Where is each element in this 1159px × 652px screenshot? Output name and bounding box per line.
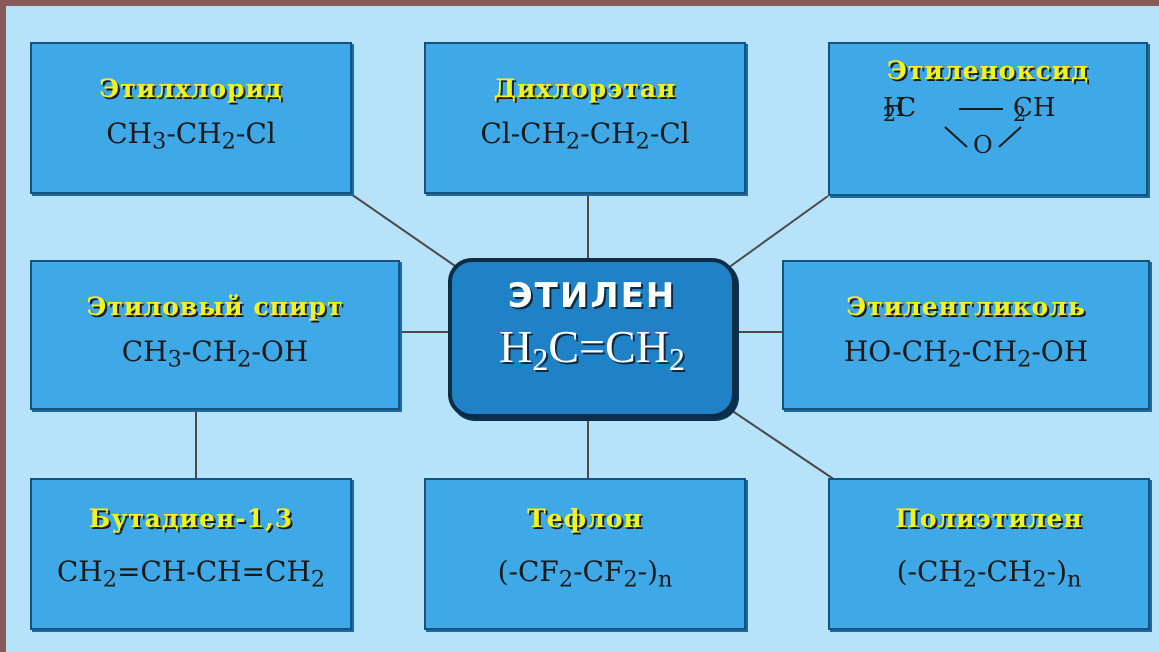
compound-name: Этиленгликоль bbox=[846, 292, 1086, 321]
ring-oxygen: O bbox=[973, 131, 993, 159]
connector-lines bbox=[195, 193, 839, 483]
compound-formula: (-CF2-CF2-)n bbox=[497, 555, 673, 593]
compound-name: Полиэтилен bbox=[895, 504, 1083, 533]
box-ethanol: Этиловый спирт CH3-CH2-OH bbox=[30, 260, 400, 410]
box-polyethylene: Полиэтилен (-CH2-CH2-)n bbox=[828, 478, 1150, 630]
compound-formula: HO-CH2-CH2-OH bbox=[843, 335, 1089, 373]
compound-formula: (-CH2-CH2-)n bbox=[896, 555, 1082, 593]
compound-name: Этиловый спирт bbox=[86, 292, 344, 321]
box-ethylene-glycol: Этиленгликоль HO-CH2-CH2-OH bbox=[782, 260, 1150, 410]
connector-ethyl-chloride bbox=[350, 193, 459, 269]
compound-name: Этилхлорид bbox=[99, 74, 283, 103]
diagram-canvas: Этилхлорид CH3-CH2-Cl Дихлорэтан Cl-CH2-… bbox=[6, 6, 1159, 652]
compound-formula: CH2=CH-CH=CH2 bbox=[56, 555, 326, 593]
compound-name: Бутадиен-1,3 bbox=[88, 504, 294, 533]
ring-bonds bbox=[944, 108, 1022, 148]
compound-formula: CH3-CH2-Cl bbox=[106, 117, 276, 155]
compound-formula: Cl-CH2-CH2-Cl bbox=[480, 117, 690, 155]
compound-name: Тефлон bbox=[527, 504, 643, 533]
compound-name: Этиленоксид bbox=[887, 56, 1089, 85]
compound-name: Дихлорэтан bbox=[493, 74, 677, 103]
connector-polyethylene bbox=[727, 407, 839, 483]
box-dichloroethane: Дихлорэтан Cl-CH2-CH2-Cl bbox=[424, 42, 746, 194]
box-butadiene: Бутадиен-1,3 CH2=CH-CH=CH2 bbox=[30, 478, 352, 630]
compound-formula: CH3-CH2-OH bbox=[121, 335, 309, 373]
connector-ethylene-oxide bbox=[727, 195, 829, 269]
box-teflon: Тефлон (-CF2-CF2-)n bbox=[424, 478, 746, 630]
center-title: ЭТИЛЕН bbox=[507, 276, 677, 316]
center-formula: H2C=CH2 bbox=[499, 321, 685, 378]
box-ethyl-chloride: Этилхлорид CH3-CH2-Cl bbox=[30, 42, 352, 194]
ethylene-center-box: ЭТИЛЕН H2C=CH2 bbox=[448, 258, 736, 418]
